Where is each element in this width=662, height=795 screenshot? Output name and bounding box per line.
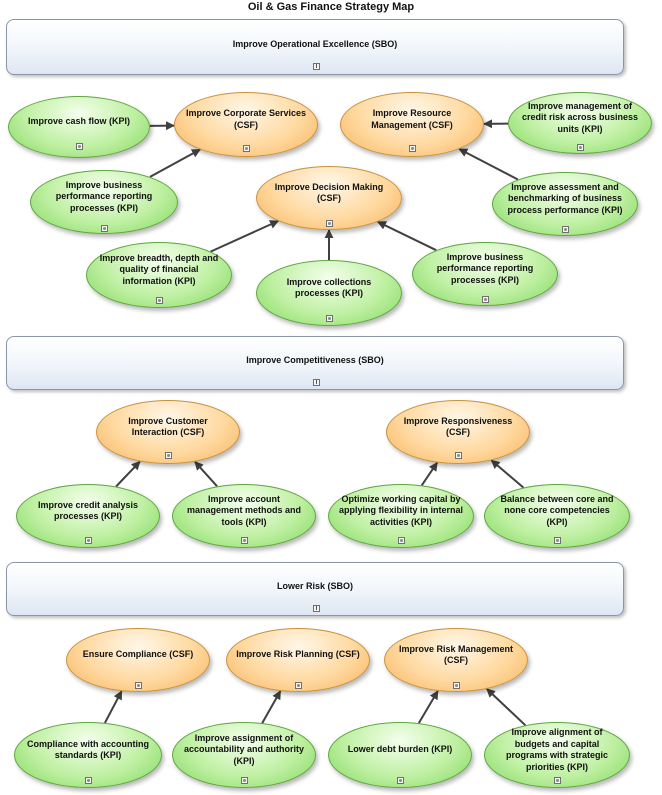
node-marker-icon[interactable] [165, 452, 172, 459]
node-marker-icon[interactable] [562, 226, 569, 233]
kpi-collections-processes[interactable]: Improve collections processes (KPI) [256, 260, 402, 326]
node-label: Improve assignment of accountability and… [183, 732, 304, 766]
sbo-label: Improve Operational Excellence (SBO) [232, 39, 398, 49]
node-marker-icon[interactable] [554, 777, 561, 784]
node-marker-icon[interactable] [554, 537, 561, 544]
edge-arrow-n13-n11 [115, 460, 141, 488]
node-label: Lower debt burden (KPI) [347, 744, 453, 755]
sbo-lower-risk[interactable]: Lower Risk (SBO) [6, 562, 624, 616]
node-label: Improve business performance reporting p… [436, 251, 534, 285]
edge-arrow-n22-n19 [417, 690, 439, 724]
diagram-title: Oil & Gas Finance Strategy Map [247, 1, 415, 13]
node-marker-icon[interactable] [241, 537, 248, 544]
node-marker-icon[interactable] [397, 777, 404, 784]
node-marker-icon[interactable] [577, 144, 584, 151]
node-label: Improve Decision Making (CSF) [274, 181, 384, 204]
node-marker-icon[interactable] [409, 145, 416, 152]
node-label: Improve cash flow (KPI) [27, 116, 131, 127]
node-label: Improve Responsiveness (CSF) [403, 415, 513, 438]
node-marker-icon[interactable] [241, 777, 248, 784]
edge-arrow-n10-n6 [376, 220, 437, 252]
kpi-accounting-standards[interactable]: Compliance with accounting standards (KP… [14, 722, 162, 788]
kpi-assessment-benchmarking[interactable]: Improve assessment and benchmarking of b… [492, 172, 638, 236]
csf-corporate-services[interactable]: Improve Corporate Services (CSF) [174, 92, 318, 157]
node-label: Improve Customer Interaction (CSF) [128, 415, 208, 438]
csf-responsiveness[interactable]: Improve Responsiveness (CSF) [386, 400, 530, 464]
sbo-operational-excellence[interactable]: Improve Operational Excellence (SBO) [6, 19, 624, 75]
node-marker-icon[interactable] [85, 777, 92, 784]
node-marker-icon[interactable] [482, 296, 489, 303]
node-marker-icon[interactable] [455, 452, 462, 459]
node-marker-icon[interactable] [326, 315, 333, 322]
edge-arrow-n7-n3 [458, 148, 519, 181]
node-marker-icon[interactable] [398, 537, 405, 544]
kpi-core-competencies[interactable]: Balance between core and none core compe… [484, 484, 630, 548]
node-label: Improve alignment of budgets and capital… [505, 727, 609, 772]
node-marker-icon[interactable] [76, 143, 83, 150]
node-marker-icon[interactable] [101, 225, 108, 232]
edge-arrow-n14-n11 [194, 461, 218, 487]
node-label: Improve breadth, depth and quality of fi… [99, 252, 219, 286]
sbo-label: Lower Risk (SBO) [276, 581, 353, 591]
node-marker-icon[interactable] [295, 682, 302, 689]
edge-arrow-n23-n19 [486, 688, 527, 727]
kpi-accountability-authority[interactable]: Improve assignment of accountability and… [172, 722, 316, 788]
objective-marker-icon[interactable] [313, 605, 320, 612]
edge-arrow-n5-n2 [149, 148, 201, 178]
kpi-cash-flow[interactable]: Improve cash flow (KPI) [8, 96, 150, 158]
node-label: Improve assessment and benchmarking of b… [507, 181, 623, 215]
node-label: Improve account management methods and t… [186, 493, 302, 527]
kpi-debt-burden[interactable]: Lower debt burden (KPI) [328, 722, 472, 788]
objective-marker-icon[interactable] [313, 63, 320, 70]
kpi-account-management[interactable]: Improve account management methods and t… [172, 484, 316, 548]
kpi-financial-information-quality[interactable]: Improve breadth, depth and quality of fi… [86, 242, 232, 308]
node-label: Improve Corporate Services (CSF) [185, 108, 307, 130]
node-marker-icon[interactable] [243, 145, 250, 152]
node-label: Balance between core and none core compe… [500, 493, 614, 527]
node-marker-icon[interactable] [135, 682, 142, 689]
sbo-label: Improve Competitiveness (SBO) [246, 355, 384, 365]
kpi-credit-analysis[interactable]: Improve credit analysis processes (KPI) [16, 484, 160, 548]
node-label: Improve Risk Planning (CSF) [236, 649, 360, 660]
node-label: Optimize working capital by applying fle… [338, 493, 464, 527]
edge-arrow-n16-n12 [490, 459, 525, 489]
kpi-working-capital[interactable]: Optimize working capital by applying fle… [328, 484, 474, 548]
edge-arrow-n15-n12 [420, 461, 439, 486]
edge-arrow-n20-n17 [104, 690, 123, 724]
objective-marker-icon[interactable] [313, 379, 320, 386]
csf-risk-planning[interactable]: Improve Risk Planning (CSF) [226, 628, 370, 692]
node-label: Improve collections processes (KPI) [286, 276, 372, 299]
node-label: Improve Risk Management (CSF) [398, 643, 514, 666]
node-marker-icon[interactable] [453, 682, 460, 689]
kpi-budget-alignment[interactable]: Improve alignment of budgets and capital… [484, 722, 630, 788]
csf-resource-management[interactable]: Improve Resource Management (CSF) [340, 92, 484, 157]
node-label: Improve credit analysis processes (KPI) [37, 499, 139, 522]
csf-decision-making[interactable]: Improve Decision Making (CSF) [256, 166, 402, 230]
node-label: Improve management of credit risk across… [521, 100, 639, 134]
kpi-business-performance-reporting[interactable]: Improve business performance reporting p… [30, 170, 178, 234]
node-marker-icon[interactable] [85, 537, 92, 544]
node-label: Improve Resource Management (CSF) [371, 108, 453, 130]
csf-ensure-compliance[interactable]: Ensure Compliance (CSF) [66, 628, 210, 692]
node-label: Ensure Compliance (CSF) [82, 649, 194, 660]
kpi-business-performance-reporting-2[interactable]: Improve business performance reporting p… [412, 242, 558, 306]
edge-arrow-n8-n6 [210, 220, 280, 253]
node-marker-icon[interactable] [326, 220, 333, 227]
node-label: Compliance with accounting standards (KP… [26, 738, 149, 761]
kpi-credit-risk-management[interactable]: Improve management of credit risk across… [508, 92, 652, 154]
edge-arrow-n21-n18 [261, 690, 282, 724]
csf-risk-management[interactable]: Improve Risk Management (CSF) [384, 628, 528, 692]
node-label: Improve business performance reporting p… [55, 179, 153, 213]
csf-customer-interaction[interactable]: Improve Customer Interaction (CSF) [96, 400, 240, 464]
node-marker-icon[interactable] [156, 297, 163, 304]
sbo-competitiveness[interactable]: Improve Competitiveness (SBO) [6, 336, 624, 390]
